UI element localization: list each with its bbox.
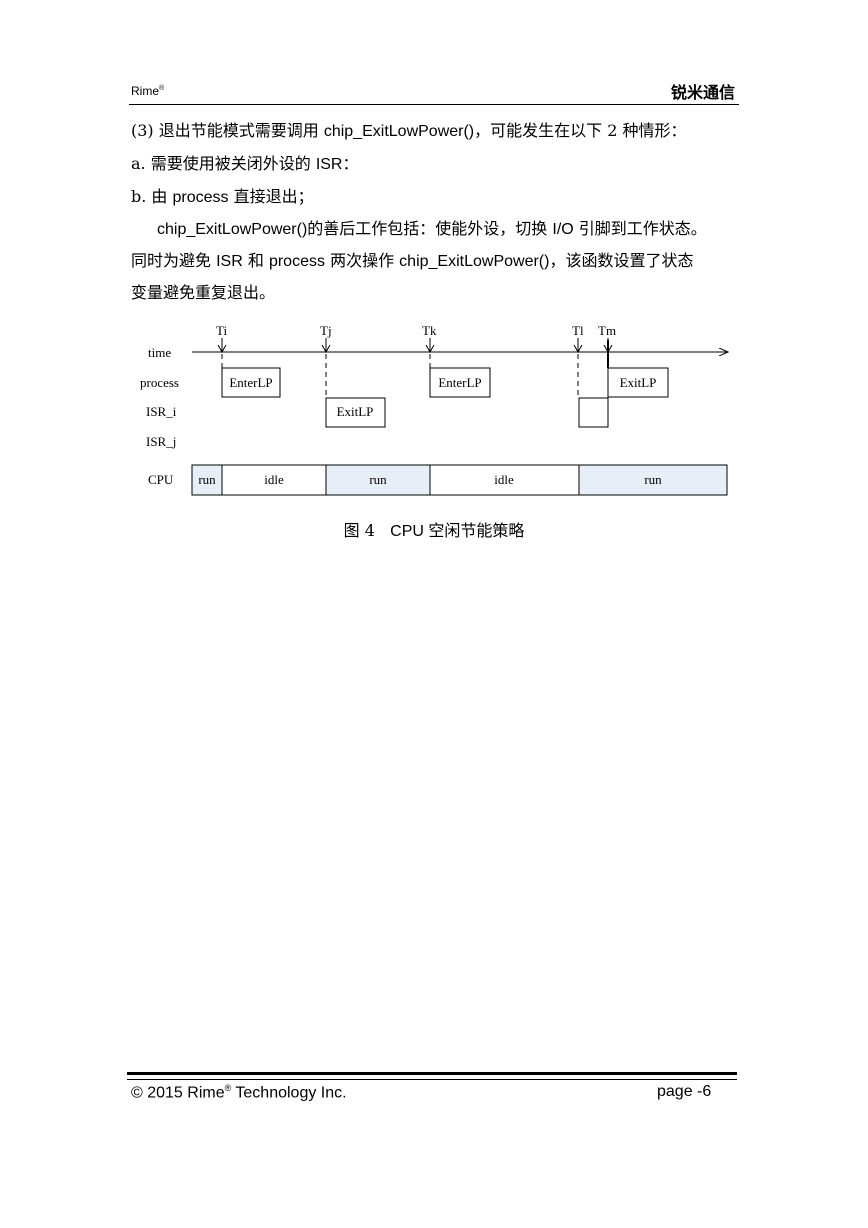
- footer-copyright: © 2015 Rime® Technology Inc.: [131, 1083, 347, 1102]
- cpu-segment-idle-2: [429, 464, 580, 496]
- paragraph-line-3: b. 由 process 直接退出；: [131, 187, 314, 206]
- cpu-segment-label: idle: [264, 472, 284, 487]
- cpu-segment-label: run: [198, 472, 216, 487]
- tick-tl-head: [573, 344, 583, 354]
- time-label-tl: Tl: [572, 323, 584, 338]
- footer-rule-thick: [127, 1072, 737, 1075]
- isr-i-box-exitlp: [325, 397, 386, 428]
- paragraph-line-6: 变量避免重复退出。: [131, 283, 276, 302]
- cpu-segment-label: idle: [494, 472, 514, 487]
- cpu-segment-label: run: [644, 472, 662, 487]
- process-box-exitlp: [607, 367, 669, 398]
- header-brand: Rime®: [131, 84, 165, 98]
- cpu-segment-label: run: [369, 472, 387, 487]
- process-box-label: EnterLP: [229, 375, 272, 390]
- row-label-isr-i: ISR_i: [146, 404, 177, 419]
- process-box-label: EnterLP: [438, 375, 481, 390]
- process-box-enterlp-1: [221, 367, 281, 398]
- process-box-enterlp-2: [429, 367, 491, 398]
- tick-tj-head: [321, 344, 331, 354]
- page-number: page -6: [657, 1083, 712, 1100]
- cpu-segment-run-1: [191, 464, 223, 496]
- isr-i-box-label: ExitLP: [337, 404, 374, 419]
- footer-rule-thin: [127, 1079, 737, 1080]
- cpu-segment-run-3: [578, 464, 728, 496]
- time-label-tm: Tm: [598, 323, 616, 338]
- row-label-process: process: [140, 375, 179, 390]
- paragraph-line-5: 同时为避免 ISR 和 process 两次操作 chip_ExitLowPow…: [131, 251, 694, 270]
- cpu-segment-idle-1: [221, 464, 327, 496]
- figure-caption: 图 4 CPU 空闲节能策略: [343, 521, 525, 540]
- cpu-timeline-diagram: time process ISR_i ISR_j CPU Ti Tj Tk Tl…: [140, 323, 740, 496]
- paragraph-line-2: a. 需要使用被关闭外设的 ISR：: [131, 154, 359, 173]
- row-label-isr-j: ISR_j: [146, 434, 176, 449]
- row-label-cpu: CPU: [148, 472, 174, 487]
- time-label-tk: Tk: [422, 323, 437, 338]
- tick-ti-head: [217, 344, 227, 354]
- paragraph-line-1: (3) 退出节能模式需要调用 chip_ExitLowPower()，可能发生在…: [131, 121, 687, 140]
- time-label-tj: Tj: [320, 323, 332, 338]
- header-company: 锐米通信: [670, 83, 735, 102]
- page-header: Rime® 锐米通信: [129, 78, 739, 105]
- row-label-time: time: [148, 345, 171, 360]
- isr-i-box-empty: [578, 397, 609, 428]
- paragraph-line-4: chip_ExitLowPower()的善后工作包括：使能外设，切换 I/O 引…: [157, 219, 707, 238]
- process-box-label: ExitLP: [620, 375, 657, 390]
- cpu-segment-run-2: [325, 464, 431, 496]
- time-label-ti: Ti: [216, 323, 227, 338]
- tick-tk-head: [425, 344, 435, 354]
